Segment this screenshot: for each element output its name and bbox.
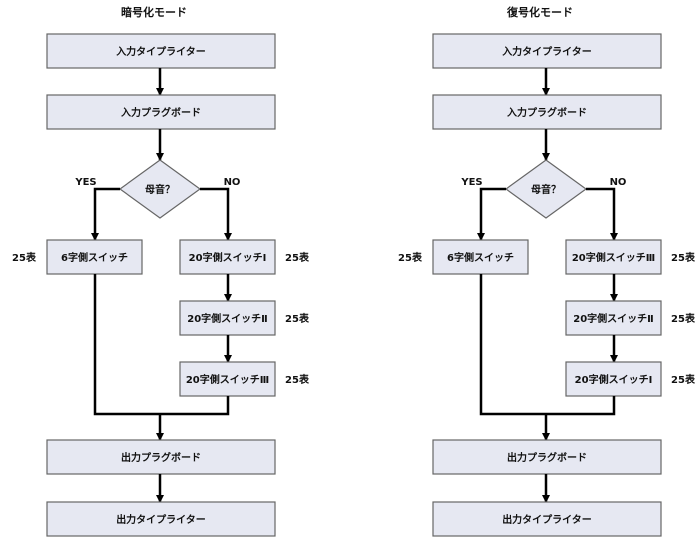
encrypt-twenty-switch-3: 20字側スイッチⅢ: [179, 361, 276, 397]
encrypt-merge-line: [93, 274, 230, 416]
encrypt-twenty-switch-1: 20字側スイッチⅠ: [179, 239, 276, 275]
decrypt-decision-diamond: [504, 159, 588, 219]
encrypt-output-plugboard-label: 出力プラグボード: [121, 451, 201, 464]
decrypt-six-switch: 6字側スイッチ: [432, 239, 529, 275]
decrypt-merge-line: [479, 274, 616, 416]
decrypt-output-plugboard-box: [432, 439, 662, 475]
decrypt-output-typewriter: 出力タイプライター: [432, 501, 662, 537]
decrypt-output-plugboard-label: 出力プラグボード: [507, 451, 587, 464]
decrypt-yes-arrow: [477, 187, 506, 241]
decrypt-twenty-switch-2-label: 20字側スイッチⅡ: [573, 312, 654, 325]
encrypt-twenty-switch-1-label: 20字側スイッチⅠ: [189, 251, 267, 264]
decrypt-title: 復号化モード: [506, 5, 573, 19]
decrypt-vowel-decision: 母音？: [504, 159, 588, 219]
decrypt-input-typewriter-label: 入力タイプライター: [502, 45, 592, 58]
decrypt-yes-label: YES: [460, 177, 482, 188]
encrypt-input-plugboard-box: [46, 94, 276, 130]
encrypt-yes-label: YES: [74, 177, 96, 188]
decrypt-input-typewriter: 入力タイプライター: [432, 33, 662, 69]
encrypt-no-label: NO: [224, 177, 241, 188]
encrypt-output-plugboard: 出力プラグボード: [46, 439, 276, 475]
decrypt-input-plugboard-label: 入力プラグボード: [507, 106, 587, 119]
encrypt-yes-arrow: [91, 187, 120, 241]
decrypt-table-1: 25表: [671, 251, 696, 264]
encrypt-input-plugboard: 入力プラグボード: [46, 94, 276, 130]
decrypt-no-label: NO: [610, 177, 627, 188]
encrypt-twenty-switch-2-box: [179, 300, 276, 336]
decrypt-twenty-switch-3-label: 20字側スイッチⅠ: [575, 373, 653, 386]
decrypt-six-switch-label: 6字側スイッチ: [447, 251, 514, 264]
encrypt-six-switch-label: 6字側スイッチ: [61, 251, 128, 264]
decrypt-input-typewriter-box: [432, 33, 662, 69]
decrypt-output-typewriter-box: [432, 501, 662, 537]
encrypt-input-typewriter: 入力タイプライター: [46, 33, 276, 69]
encrypt-decision-label: 母音？: [145, 183, 175, 196]
decrypt-six-table: 25表: [398, 251, 423, 264]
decrypt-no-arrow: [586, 187, 618, 241]
decrypt-input-plugboard-box: [432, 94, 662, 130]
decrypt-input-plugboard: 入力プラグボード: [432, 94, 662, 130]
encrypt-six-table: 25表: [12, 251, 37, 264]
decrypt-six-switch-box: [432, 239, 529, 275]
decrypt-twenty-switch-1: 20字側スイッチⅢ: [565, 239, 662, 275]
encrypt-input-typewriter-label: 入力タイプライター: [116, 45, 206, 58]
decrypt-output-plugboard: 出力プラグボード: [432, 439, 662, 475]
encrypt-output-typewriter-box: [46, 501, 276, 537]
encrypt-output-typewriter: 出力タイプライター: [46, 501, 276, 537]
encrypt-title: 暗号化モード: [121, 5, 187, 19]
encrypt-vowel-decision: 母音？: [118, 159, 202, 219]
decrypt-table-2: 25表: [671, 312, 696, 325]
encrypt-table-2: 25表: [285, 312, 310, 325]
decrypt-twenty-switch-3: 20字側スイッチⅠ: [565, 361, 662, 397]
encrypt-output-typewriter-label: 出力タイプライター: [116, 513, 206, 526]
encrypt-table-3: 25表: [285, 373, 310, 386]
encrypt-twenty-switch-2-label: 20字側スイッチⅡ: [187, 312, 268, 325]
encrypt-twenty-switch-2: 20字側スイッチⅡ: [179, 300, 276, 336]
encrypt-twenty-switch-3-label: 20字側スイッチⅢ: [186, 373, 269, 386]
encrypt-no-arrow: [200, 187, 232, 241]
decrypt-table-3: 25表: [671, 373, 696, 386]
decrypt-output-typewriter-label: 出力タイプライター: [502, 513, 592, 526]
encrypt-twenty-switch-3-box: [179, 361, 276, 397]
decrypt-twenty-switch-2: 20字側スイッチⅡ: [565, 300, 662, 336]
decrypt-twenty-switch-1-box: [565, 239, 662, 275]
encrypt-six-switch: 6字側スイッチ: [46, 239, 143, 275]
decrypt-decision-label: 母音？: [531, 183, 561, 196]
decrypt-twenty-switch-2-box: [565, 300, 662, 336]
encrypt-decision-diamond: [118, 159, 202, 219]
decrypt-twenty-switch-1-label: 20字側スイッチⅢ: [572, 251, 655, 264]
encrypt-input-plugboard-label: 入力プラグボード: [121, 106, 201, 119]
encrypt-table-1: 25表: [285, 251, 310, 264]
encrypt-input-typewriter-box: [46, 33, 276, 69]
